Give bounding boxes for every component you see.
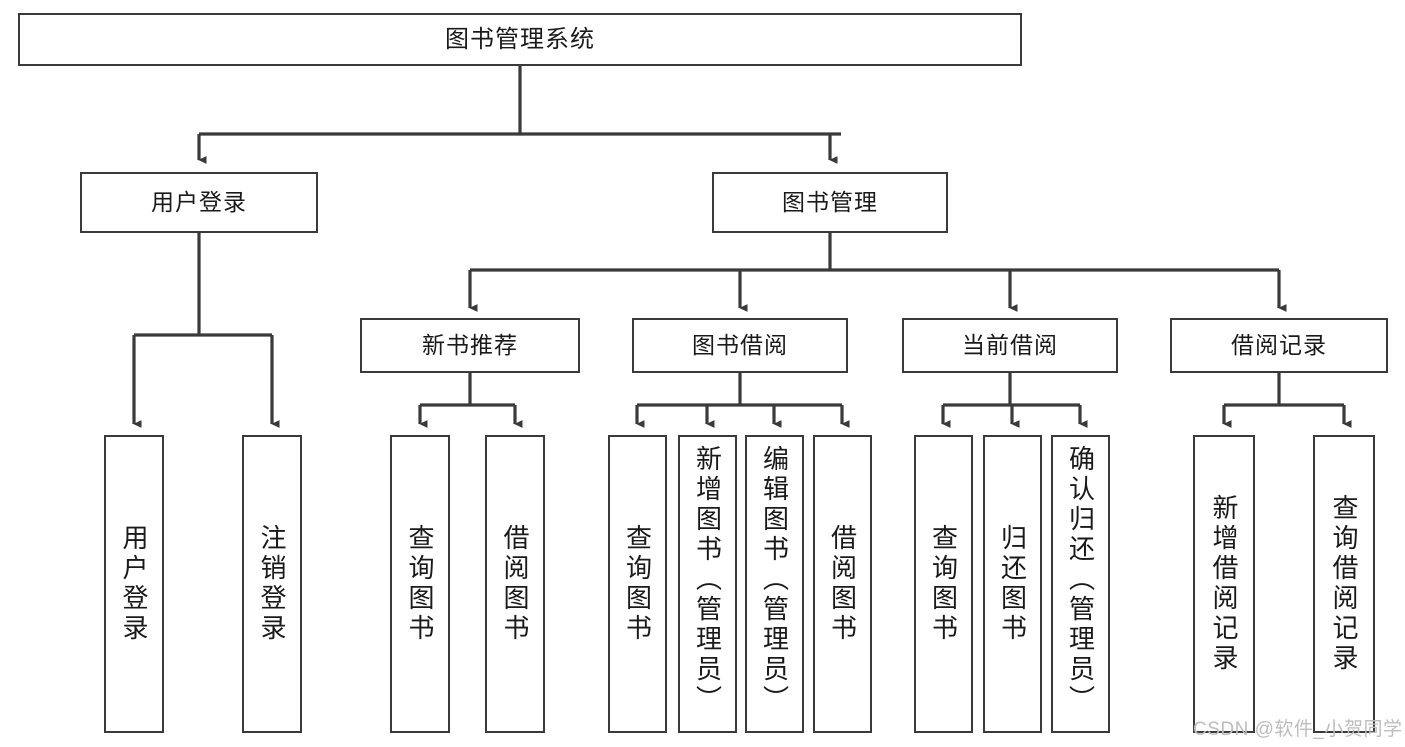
node-leaf-user-login[interactable]: 用户登录 [104,435,164,733]
node-leaf-query-book-cur-label: 查询图书 [928,524,959,644]
node-leaf-confirm-return-admin-label: 确认归还（管理员） [1065,445,1096,715]
node-root-label: 图书管理系统 [445,25,595,53]
node-leaf-return-book[interactable]: 归还图书 [983,435,1042,733]
node-leaf-query-borrow-record[interactable]: 查询借阅记录 [1313,435,1375,733]
node-leaf-user-login-label: 用户登录 [119,524,149,644]
node-leaf-borrow-book-rec[interactable]: 借阅图书 [485,435,545,733]
node-book-borrow[interactable]: 图书借阅 [632,318,848,373]
node-leaf-logout-label: 注销登录 [257,524,287,644]
node-leaf-borrow-book-rec-label: 借阅图书 [500,524,530,644]
node-borrow-record-label: 借阅记录 [1231,332,1327,359]
node-user-login-label: 用户登录 [151,189,247,216]
node-leaf-borrow-book-label: 借阅图书 [827,524,858,644]
node-borrow-record[interactable]: 借阅记录 [1170,318,1388,373]
node-current-borrow[interactable]: 当前借阅 [902,318,1118,373]
node-leaf-add-book-admin-label: 新增图书（管理员） [692,445,723,715]
node-new-book-recommend[interactable]: 新书推荐 [360,318,580,373]
node-leaf-return-book-label: 归还图书 [997,524,1028,644]
node-leaf-add-borrow-record-label: 新增借阅记录 [1209,494,1239,674]
node-user-login[interactable]: 用户登录 [80,172,318,233]
node-current-borrow-label: 当前借阅 [962,332,1058,359]
csdn-watermark: CSDN @软件_小贺同学 [1193,719,1403,740]
node-leaf-edit-book-admin-label: 编辑图书（管理员） [759,445,790,715]
node-leaf-query-book-rec-label: 查询图书 [405,524,435,644]
node-leaf-query-book-label: 查询图书 [622,524,653,644]
node-leaf-query-book[interactable]: 查询图书 [608,435,667,733]
node-leaf-add-book-admin[interactable]: 新增图书（管理员） [678,435,737,733]
node-leaf-query-book-cur[interactable]: 查询图书 [914,435,973,733]
node-leaf-confirm-return-admin[interactable]: 确认归还（管理员） [1051,435,1110,733]
node-leaf-edit-book-admin[interactable]: 编辑图书（管理员） [745,435,804,733]
node-leaf-add-borrow-record[interactable]: 新增借阅记录 [1193,435,1255,733]
node-leaf-logout[interactable]: 注销登录 [242,435,302,733]
node-book-manage-label: 图书管理 [782,189,878,216]
node-leaf-borrow-book[interactable]: 借阅图书 [813,435,872,733]
node-leaf-query-book-rec[interactable]: 查询图书 [390,435,450,733]
node-book-borrow-label: 图书借阅 [692,332,788,359]
node-new-book-recommend-label: 新书推荐 [422,332,518,359]
node-book-manage[interactable]: 图书管理 [712,172,948,233]
node-leaf-query-borrow-record-label: 查询借阅记录 [1329,494,1359,674]
node-root[interactable]: 图书管理系统 [18,13,1022,66]
